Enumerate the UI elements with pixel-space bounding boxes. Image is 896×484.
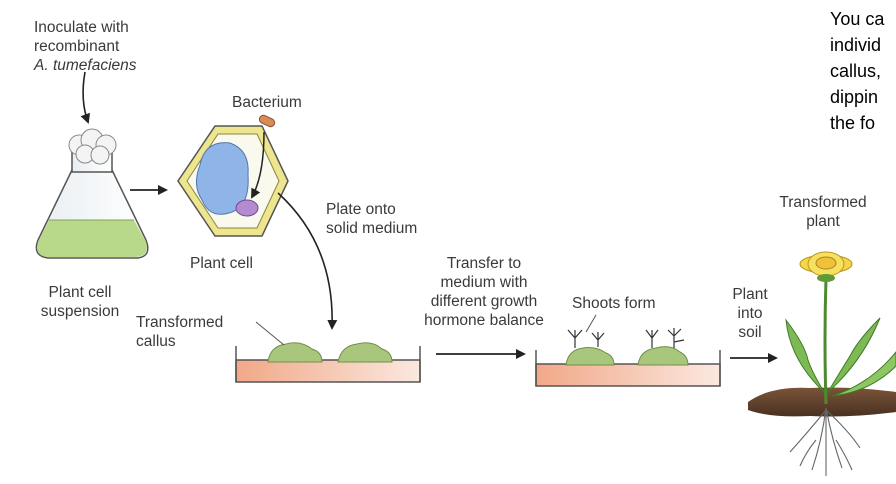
transfer-label: Transfer to medium with different growth… [404, 254, 564, 330]
transformed-plant [748, 251, 896, 476]
inoculate-line-3: A. tumefaciens [34, 57, 137, 74]
inoculate-line-2: recombinant [34, 38, 120, 55]
transformed-plant-label: Transformed plant [760, 193, 886, 231]
side-note-line-3: callus, [830, 61, 882, 81]
callus-with-shoots-1 [565, 347, 615, 366]
transfer-line-4: hormone balance [424, 312, 544, 329]
plant-cell-suspension-label: Plant cell suspension [28, 283, 132, 321]
plant-into-soil-label: Plant into soil [723, 285, 777, 342]
suspension-line-1: Plant cell [48, 284, 112, 301]
inoculate-line-1: Inoculate with [34, 19, 129, 36]
transformed-plant-line-2: plant [806, 213, 840, 230]
transfer-line-2: medium with [440, 274, 528, 291]
callus-2 [337, 342, 393, 363]
plant-cell-label: Plant cell [190, 255, 253, 272]
plate-shoots [535, 314, 721, 387]
flask [35, 71, 149, 259]
shoots [567, 328, 685, 348]
bacterium-label: Bacterium [232, 94, 302, 111]
side-note-line-5: the fo [830, 113, 876, 133]
leaf-far-right [831, 351, 896, 397]
nucleus [235, 199, 259, 217]
transformed-plant-line-1: Transformed [779, 194, 867, 211]
inoculate-label: Inoculate with recombinant A. tumefacien… [34, 18, 137, 75]
arrow-cell-to-plate [277, 192, 338, 330]
vacuole [196, 142, 249, 215]
side-note: You ca individ callus, dippin the fo [830, 6, 896, 136]
plant-into-soil-line-2: into [737, 305, 763, 322]
soil [748, 387, 896, 417]
plate-onto-line-2: solid medium [326, 220, 418, 237]
cotton-plug [68, 128, 117, 165]
transfer-line-3: different growth [430, 293, 538, 310]
plate-onto-line-1: Plate onto [326, 201, 396, 218]
suspension-line-2: suspension [40, 303, 120, 320]
leaf-right [827, 317, 881, 393]
plate-callus [235, 321, 421, 383]
transformed-callus-label: Transformed callus [136, 313, 223, 351]
callus-line-2: callus [136, 333, 176, 350]
plant-into-soil-line-1: Plant [732, 286, 768, 303]
leaf-left [785, 318, 825, 393]
bacterium-shape [258, 114, 276, 128]
transfer-line-1: Transfer to [446, 255, 522, 272]
shoots-form-label: Shoots form [572, 295, 656, 312]
callus-with-shoots-2 [637, 346, 689, 366]
callus-1 [267, 342, 323, 363]
side-note-line-2: individ [830, 35, 882, 55]
side-note-line-1: You ca [830, 9, 885, 29]
plate-onto-label: Plate onto solid medium [326, 200, 417, 238]
callus-line-1: Transformed [136, 314, 224, 331]
roots [789, 407, 861, 476]
plant-into-soil-line-3: soil [738, 324, 762, 341]
side-note-line-4: dippin [830, 87, 879, 107]
flower [799, 251, 853, 282]
plant-cell [177, 114, 289, 237]
